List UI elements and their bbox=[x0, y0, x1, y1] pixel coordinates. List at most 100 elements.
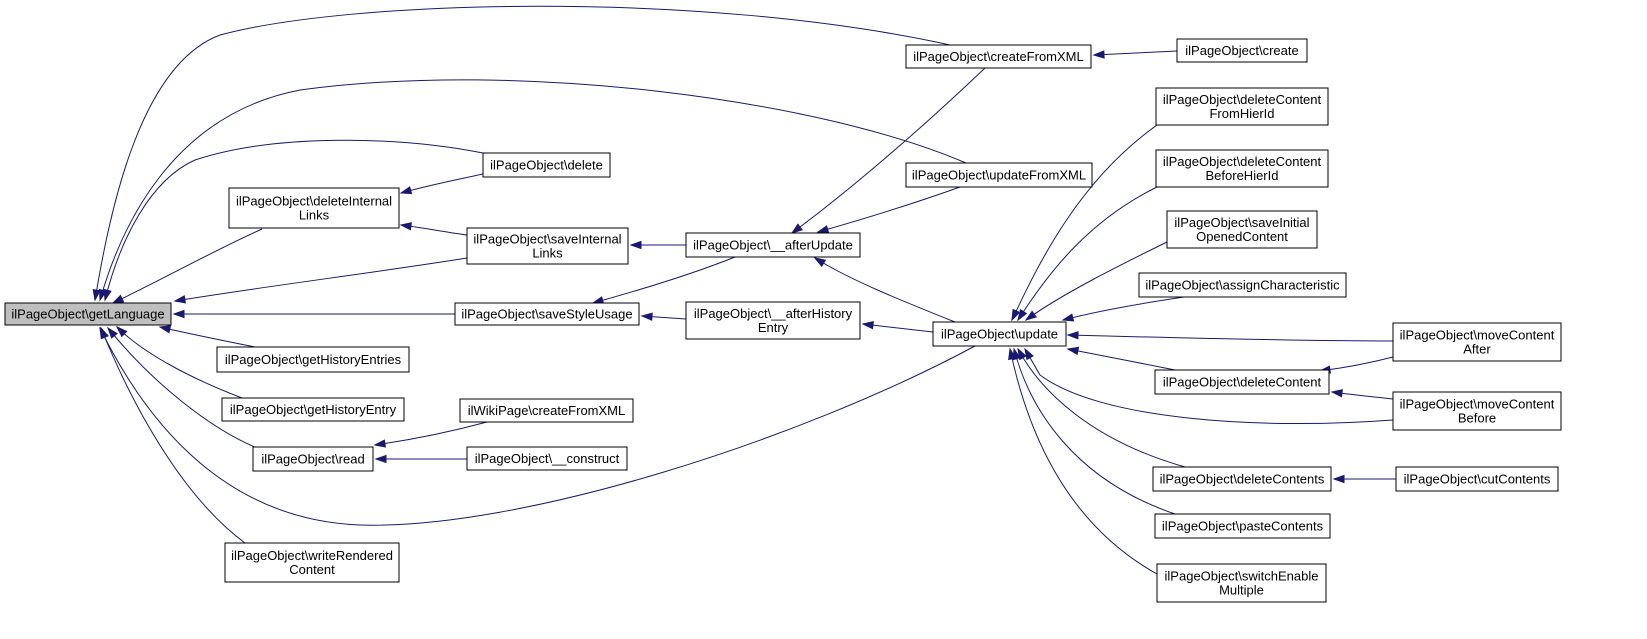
node-box-writeRenderedContent bbox=[224, 542, 400, 583]
node-box-update bbox=[932, 321, 1067, 347]
node-label-create-0: ilPageObject\create bbox=[1185, 43, 1298, 58]
node-box-saveStyleUsage bbox=[454, 302, 640, 326]
node-construct[interactable]: ilPageObject\__construct bbox=[466, 446, 628, 471]
node-box-wikiCreateFromXML bbox=[459, 398, 634, 423]
edge-pasteContents-to-update bbox=[1013, 348, 1176, 515]
arrowhead-saveStyleUsage-to-getLanguage bbox=[172, 309, 185, 319]
node-box-pasteContents bbox=[1154, 513, 1331, 539]
node-box-moveContentAfter bbox=[1392, 322, 1562, 362]
node-label-switchEnableMultiple-1: Multiple bbox=[1219, 583, 1264, 598]
node-label-afterUpdate-0: ilPageObject\__afterUpdate bbox=[693, 238, 853, 253]
arrowhead-moveContentBefore-to-update bbox=[1024, 347, 1034, 361]
node-label-cutContents-0: ilPageObject\cutContents bbox=[1404, 472, 1551, 487]
node-label-createFromXML-0: ilPageObject\createFromXML bbox=[913, 49, 1084, 64]
edge-writeRenderedContent-to-getLanguage bbox=[100, 327, 246, 544]
edge-assignCharacteristic-to-update bbox=[1062, 296, 1185, 321]
node-label-moveContentAfter-1: After bbox=[1463, 342, 1491, 357]
node-delete[interactable]: ilPageObject\delete bbox=[482, 152, 611, 178]
nodes: ilPageObject\getLanguage ilPageObject\del… bbox=[4, 38, 1562, 603]
arrowhead-moveContentBefore-to-deleteContent bbox=[1330, 389, 1343, 398]
node-deleteContent[interactable]: ilPageObject\deleteContent bbox=[1154, 369, 1330, 395]
arrowhead-afterHistoryEntry-to-saveStyleUsage bbox=[640, 312, 653, 321]
node-label-deleteContent-0: ilPageObject\deleteContent bbox=[1163, 375, 1322, 390]
node-box-getHistoryEntry bbox=[221, 397, 405, 422]
node-label-wikiCreateFromXML-0: ilWikiPage\createFromXML bbox=[468, 403, 626, 418]
arrowhead-moveContentAfter-to-update bbox=[1066, 331, 1079, 340]
node-box-cutContents bbox=[1395, 466, 1559, 492]
arrowhead-update-to-afterUpdate bbox=[813, 257, 827, 268]
node-label-pasteContents-0: ilPageObject\pasteContents bbox=[1162, 519, 1324, 534]
node-getLanguage[interactable]: ilPageObject\getLanguage bbox=[4, 302, 172, 326]
arrowhead-saveInternalLinks-to-deleteInternalLinks bbox=[399, 222, 412, 231]
edge-moveContentAfter-to-update bbox=[1067, 334, 1394, 342]
arrowhead-deleteContent-to-update bbox=[1066, 346, 1080, 356]
node-label-moveContentBefore-0: ilPageObject\moveContent bbox=[1400, 397, 1555, 412]
node-afterUpdate[interactable]: ilPageObject\__afterUpdate bbox=[685, 232, 861, 258]
node-box-saveInternalLinks bbox=[466, 227, 629, 265]
node-label-deleteInternalLinks-0: ilPageObject\deleteInternal bbox=[236, 194, 392, 209]
node-box-construct bbox=[466, 446, 628, 471]
node-label-getHistoryEntries-0: ilPageObject\getHistoryEntries bbox=[225, 352, 402, 367]
edge-saveInternalLinks-to-getLanguage bbox=[174, 257, 468, 302]
node-pasteContents[interactable]: ilPageObject\pasteContents bbox=[1154, 513, 1331, 539]
edge-getHistoryEntry-to-getLanguage bbox=[116, 326, 243, 399]
node-saveStyleUsage[interactable]: ilPageObject\saveStyleUsage bbox=[454, 302, 640, 326]
node-create[interactable]: ilPageObject\create bbox=[1176, 38, 1308, 63]
node-box-switchEnableMultiple bbox=[1156, 563, 1327, 603]
node-deleteContents[interactable]: ilPageObject\deleteContents bbox=[1152, 466, 1332, 492]
node-update[interactable]: ilPageObject\update bbox=[932, 321, 1067, 347]
node-box-saveInitialOpenedContent bbox=[1166, 210, 1318, 249]
arrowhead-read-to-getLanguage bbox=[107, 326, 118, 339]
edge-update-to-afterHistoryEntry bbox=[862, 323, 934, 333]
node-label-deleteContentBeforeHierId-1: BeforeHierId bbox=[1206, 168, 1279, 183]
node-getHistoryEntries[interactable]: ilPageObject\getHistoryEntries bbox=[216, 346, 410, 373]
arrowheads bbox=[92, 50, 1345, 484]
node-box-deleteContentBeforeHierId bbox=[1155, 149, 1329, 188]
edge-moveContentBefore-to-update bbox=[1024, 348, 1394, 425]
node-label-updateFromXML-0: ilPageObject\updateFromXML bbox=[912, 168, 1086, 183]
node-updateFromXML[interactable]: ilPageObject\updateFromXML bbox=[905, 162, 1093, 188]
node-read[interactable]: ilPageObject\read bbox=[252, 446, 374, 472]
edge-createFromXML-to-afterUpdate bbox=[791, 67, 986, 234]
node-assignCharacteristic[interactable]: ilPageObject\assignCharacteristic bbox=[1138, 272, 1347, 298]
node-cutContents[interactable]: ilPageObject\cutContents bbox=[1395, 466, 1559, 492]
edge-deleteContent-to-update bbox=[1067, 348, 1176, 371]
node-label-getHistoryEntry-0: ilPageObject\getHistoryEntry bbox=[230, 402, 397, 417]
edge-switchEnableMultiple-to-update bbox=[1009, 348, 1158, 575]
node-label-writeRenderedContent-1: Content bbox=[289, 562, 335, 577]
node-createFromXML[interactable]: ilPageObject\createFromXML bbox=[905, 44, 1092, 69]
node-box-read bbox=[252, 446, 374, 472]
node-box-getLanguage bbox=[4, 302, 172, 326]
node-getHistoryEntry[interactable]: ilPageObject\getHistoryEntry bbox=[221, 397, 405, 422]
arrowhead-deleteContentFromHierId-to-update bbox=[1011, 308, 1021, 322]
node-box-deleteInternalLinks bbox=[228, 187, 400, 229]
node-label-moveContentBefore-1: Before bbox=[1458, 411, 1496, 426]
arrowhead-update-to-getLanguage bbox=[99, 326, 109, 340]
node-box-deleteContents bbox=[1152, 466, 1332, 492]
node-label-moveContentAfter-0: ilPageObject\moveContent bbox=[1400, 328, 1555, 343]
node-label-saveInternalLinks-0: ilPageObject\saveInternal bbox=[473, 232, 621, 247]
node-box-deleteContent bbox=[1154, 369, 1330, 395]
node-label-deleteContentFromHierId-1: FromHierId bbox=[1209, 106, 1274, 121]
node-box-afterHistoryEntry bbox=[685, 301, 861, 340]
arrowhead-saveInternalLinks-to-getLanguage bbox=[173, 295, 187, 304]
node-label-construct-0: ilPageObject\__construct bbox=[475, 451, 620, 466]
node-label-deleteContentBeforeHierId-0: ilPageObject\deleteContent bbox=[1163, 154, 1322, 169]
edge-afterUpdate-to-saveStyleUsage bbox=[592, 256, 736, 304]
node-wikiCreateFromXML[interactable]: ilWikiPage\createFromXML bbox=[459, 398, 634, 423]
arrowhead-createFromXML-to-afterUpdate bbox=[790, 223, 803, 234]
edge-getHistoryEntries-to-getLanguage bbox=[159, 326, 256, 348]
node-label-delete-0: ilPageObject\delete bbox=[490, 158, 603, 173]
edge-read-to-getLanguage bbox=[107, 327, 263, 451]
arrowhead-cutContents-to-deleteContents bbox=[1332, 474, 1345, 484]
